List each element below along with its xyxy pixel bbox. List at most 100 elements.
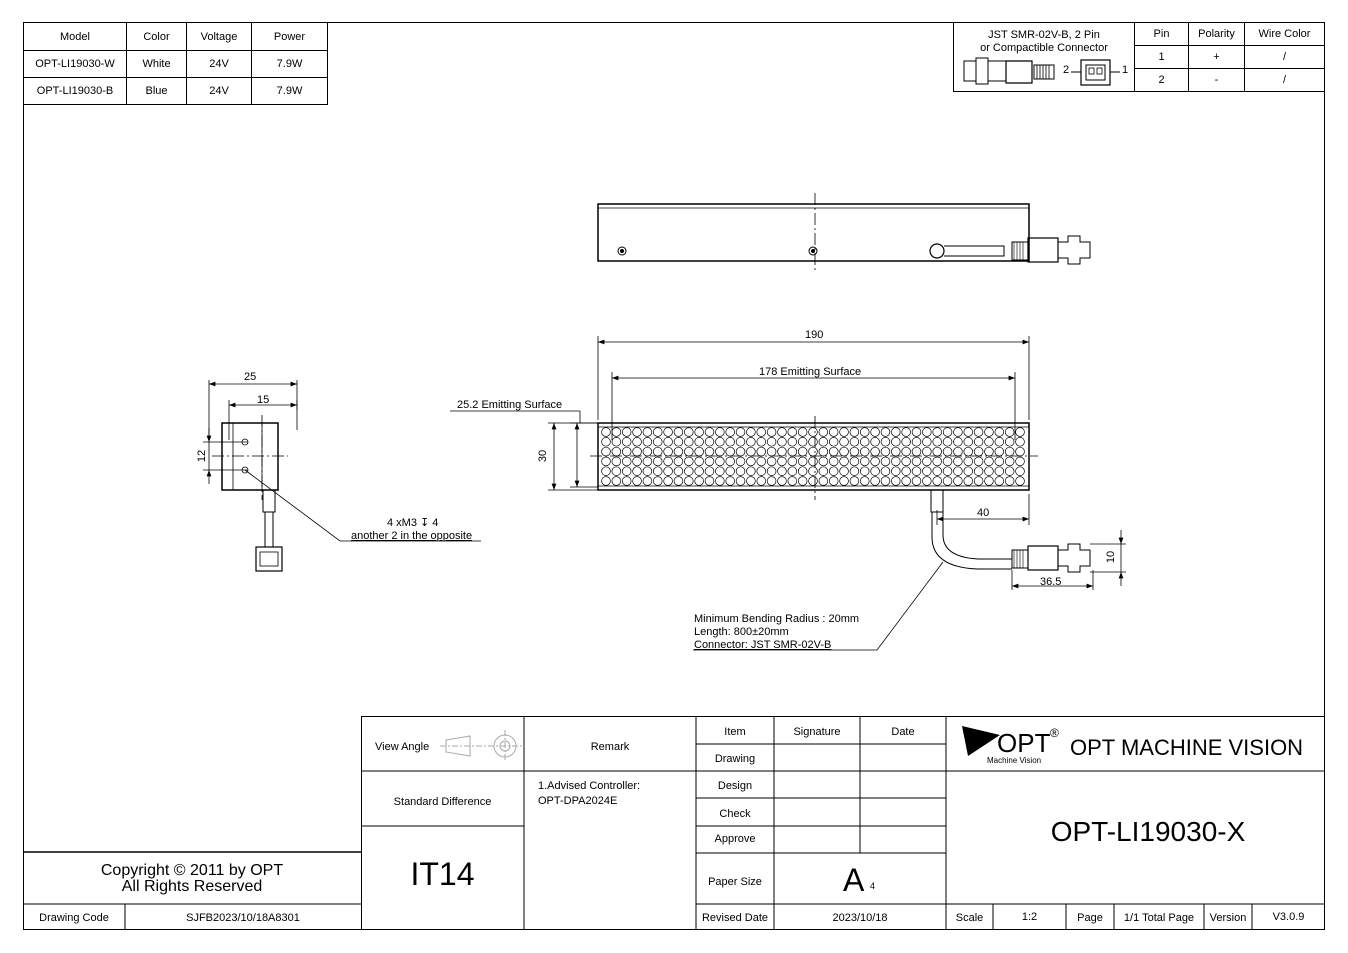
dim-25-2: 25.2 Emitting Surface (457, 399, 563, 411)
pin-cell: / (1244, 45, 1325, 69)
led (932, 446, 942, 457)
led (694, 427, 704, 437)
led (766, 427, 777, 437)
spec-cell: 7.9W (251, 50, 328, 78)
logo-reg: ® (1050, 726, 1059, 740)
led (725, 427, 735, 437)
led (1004, 437, 1015, 447)
opt-logo-icon (962, 726, 1000, 756)
led (839, 466, 849, 476)
led (787, 456, 798, 467)
led (942, 446, 953, 457)
led (932, 476, 942, 486)
led (859, 446, 870, 457)
led (601, 466, 611, 476)
led (808, 437, 818, 447)
dim-36-5: 36.5 (1040, 576, 1062, 588)
cable-note-2: Length: 800±20mm (694, 626, 789, 638)
led (746, 476, 756, 486)
led (849, 466, 860, 476)
led (953, 446, 963, 457)
led (673, 456, 684, 467)
led (818, 466, 829, 476)
led (911, 427, 922, 437)
led (642, 466, 653, 476)
copyright-line-2: All Rights Reserved (121, 878, 263, 895)
led (715, 466, 725, 476)
led (621, 456, 632, 467)
led (652, 437, 663, 447)
led (922, 427, 932, 437)
paper-size-sub: 4 (870, 881, 876, 891)
drawing-frame (23, 22, 1325, 930)
led (922, 437, 932, 447)
led (684, 456, 694, 467)
led (621, 476, 632, 486)
led (632, 476, 642, 486)
led (725, 437, 735, 447)
led (891, 427, 901, 437)
led (849, 446, 860, 457)
version-label: Version (1209, 912, 1247, 924)
side-view (203, 380, 481, 572)
led (777, 437, 787, 447)
led (797, 437, 808, 447)
led (1015, 437, 1025, 447)
led (766, 437, 777, 447)
led (715, 446, 725, 457)
led (663, 427, 673, 437)
led (839, 437, 849, 447)
led (994, 466, 1005, 476)
led (953, 437, 963, 447)
led (652, 446, 663, 457)
led (704, 456, 715, 467)
led (870, 476, 880, 486)
pin-header-polarity: Polarity (1188, 22, 1245, 46)
connector-title-2: or Compactible Connector (980, 42, 1108, 54)
led (828, 446, 839, 457)
led (694, 456, 704, 467)
led (911, 466, 922, 476)
led (870, 446, 880, 457)
led (694, 437, 704, 447)
led (849, 427, 860, 437)
led (994, 427, 1005, 437)
connector-pin-label-2: 2 (1063, 64, 1070, 76)
led (870, 437, 880, 447)
led (797, 446, 808, 457)
led (797, 456, 808, 467)
led (901, 476, 911, 486)
title-block-lines (23, 716, 1325, 930)
led (735, 476, 746, 486)
page-value: 1/1 Total Page (1123, 912, 1195, 924)
led (694, 476, 704, 486)
led (984, 466, 994, 476)
company-name: OPT MACHINE VISION (1070, 735, 1304, 760)
led (911, 437, 922, 447)
led (766, 456, 777, 467)
led (777, 456, 787, 467)
led (891, 446, 901, 457)
led (942, 427, 953, 437)
revised-date-label: Revised Date (701, 912, 769, 924)
led (611, 427, 622, 437)
led (1004, 446, 1015, 457)
led (684, 476, 694, 486)
led (839, 456, 849, 467)
led (642, 427, 653, 437)
led (611, 437, 622, 447)
led (901, 466, 911, 476)
spec-cell: 7.9W (251, 77, 328, 105)
led (621, 427, 632, 437)
led (787, 466, 798, 476)
led (839, 476, 849, 486)
led (942, 466, 953, 476)
led (942, 437, 953, 447)
led (725, 476, 735, 486)
led (880, 427, 891, 437)
led (673, 437, 684, 447)
led (880, 446, 891, 457)
led (704, 466, 715, 476)
led (922, 476, 932, 486)
approve-row-label: Approve (714, 833, 756, 845)
